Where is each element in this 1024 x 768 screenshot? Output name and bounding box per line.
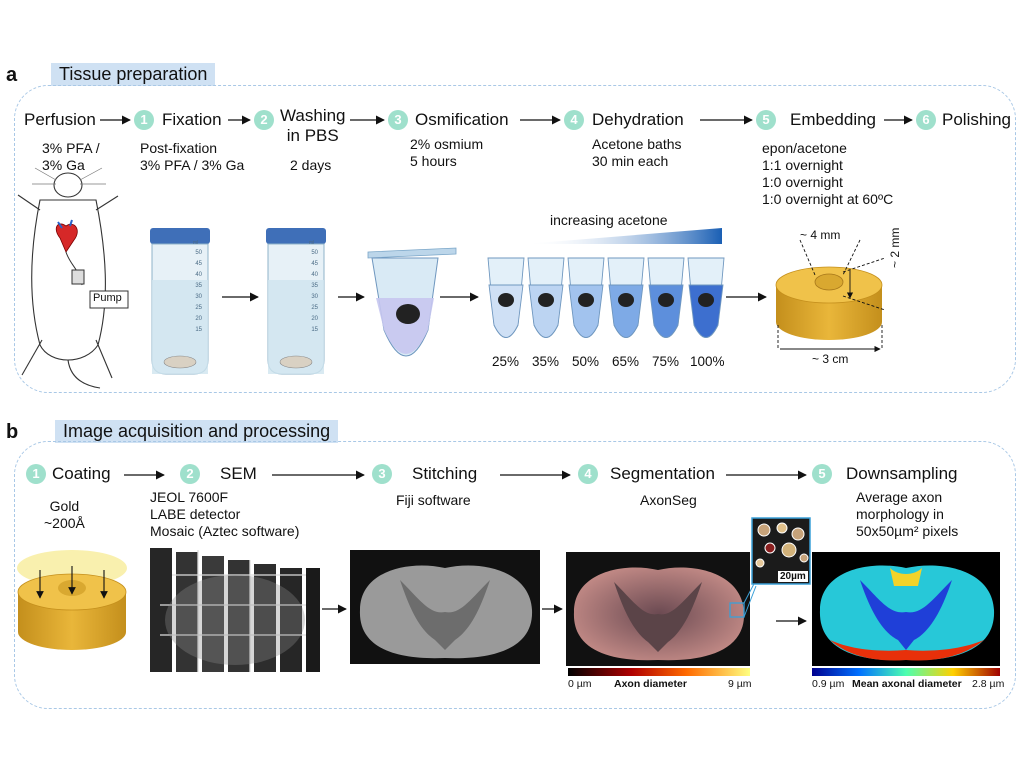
panel-b-artwork xyxy=(17,470,1000,676)
downsampled-gray-matter xyxy=(860,580,952,650)
embedding-title: Embedding xyxy=(790,110,877,129)
sem-mosaic xyxy=(150,548,320,672)
step-badge-1: 1 xyxy=(134,110,154,130)
coating-title: Coating xyxy=(52,464,111,483)
pct-75: 75% xyxy=(652,354,680,369)
pump-label: Pump xyxy=(93,292,122,304)
dehydration-tubes xyxy=(487,257,725,338)
pump-connector xyxy=(65,251,85,286)
eppendorf-osmium xyxy=(367,247,457,357)
pct-35: 35% xyxy=(532,354,560,369)
panel-a-letter: a xyxy=(6,64,18,86)
dehydration-tube-50 xyxy=(567,257,605,338)
b-step-badge-1: 1 xyxy=(26,464,46,484)
panel-b-title: Image acquisition and processing xyxy=(55,420,339,443)
pump-box xyxy=(89,290,129,309)
segmentation-title: Segmentation xyxy=(610,464,715,483)
inset-marker xyxy=(729,602,745,618)
b-step-badge-2: 2 xyxy=(180,464,200,484)
dehydration-tube-100 xyxy=(687,257,725,338)
coating-detail: Gold ~200Å xyxy=(44,498,85,531)
pct-25: 25% xyxy=(492,354,520,369)
stitched-gray-matter xyxy=(400,580,490,650)
colorbar-axon-min: 0 µm xyxy=(568,678,592,690)
colorbar-mean-title: Mean axonal diameter xyxy=(852,678,962,690)
perfusion-title: Perfusion xyxy=(24,110,96,129)
step-badge-6: 6 xyxy=(916,110,936,130)
downsampling-detail: Average axon morphology in 50x50µm² pixe… xyxy=(856,489,959,539)
colorbar-mean-bar xyxy=(812,668,1000,676)
dimension-lines xyxy=(777,239,886,353)
acetone-gradient xyxy=(524,228,722,244)
osmification-detail: 2% osmium 5 hours xyxy=(410,136,484,169)
b-step-badge-5: 5 xyxy=(812,464,832,484)
fixation-detail: Post-fixation 3% PFA / 3% Ga xyxy=(140,140,245,173)
acetone-label: increasing acetone xyxy=(550,212,668,228)
downsampling-title: Downsampling xyxy=(846,464,958,483)
colorbar-axon-max: 9 µm xyxy=(728,678,752,690)
b-step-badge-3: 3 xyxy=(372,464,392,484)
colorbar-mean-min: 0.9 µm xyxy=(812,678,845,690)
dim-bottom: ~ 3 cm xyxy=(812,352,849,366)
segmented-cord xyxy=(573,567,745,661)
dehydration-tube-65 xyxy=(607,257,645,338)
pct-65: 65% xyxy=(612,354,640,369)
dehydration-tube-35 xyxy=(527,257,565,338)
step-badge-3: 3 xyxy=(388,110,408,130)
panel-a-artwork xyxy=(17,115,913,389)
dim-top: ~ 4 mm xyxy=(800,228,841,242)
fixation-title: Fixation xyxy=(162,110,222,129)
falcon-tube-2 xyxy=(266,228,326,375)
panel-a-title: Tissue preparation xyxy=(51,63,216,86)
washing-detail: 2 days xyxy=(290,157,332,173)
dehydration-detail: Acetone baths 30 min each xyxy=(592,136,682,169)
axon-inset xyxy=(751,517,811,585)
heart-icon xyxy=(55,219,78,253)
polishing-title: Polishing xyxy=(942,110,1011,129)
downsampled-outer xyxy=(830,640,984,661)
inset-scale-label: 20µm xyxy=(778,571,808,582)
stitching-detail: Fiji software xyxy=(396,492,471,508)
sem-detail: JEOL 7600F LABE detector Mosaic (Aztec s… xyxy=(150,489,300,539)
dehydration-tube-25 xyxy=(487,257,525,338)
dim-side: ~ 2 mm xyxy=(888,227,902,268)
tube-unit-2: ml xyxy=(309,240,315,246)
panel-b-frame xyxy=(14,441,1016,709)
sem-title: SEM xyxy=(220,464,257,483)
dehydration-tube-75 xyxy=(647,257,685,338)
pct-100: 100% xyxy=(690,354,725,369)
falcon-tube-1 xyxy=(150,228,210,375)
inset-line-2 xyxy=(743,585,757,618)
gold-coated-block xyxy=(17,550,127,650)
b-step-badge-4: 4 xyxy=(578,464,598,484)
panel-b-letter: b xyxy=(6,421,19,443)
stitched-cord xyxy=(359,565,533,659)
washing-title: Washing in PBS xyxy=(280,106,346,145)
colorbar-axon-bar xyxy=(568,668,750,676)
step-badge-2: 2 xyxy=(254,110,274,130)
perfusion-detail: 3% PFA / 3% Ga xyxy=(42,140,100,173)
step-badge-5: 5 xyxy=(756,110,776,130)
segmentation-detail: AxonSeg xyxy=(640,492,697,508)
panel-a-frame xyxy=(14,85,1016,393)
osmification-title: Osmification xyxy=(415,110,509,129)
colorbar-axon-title: Axon diameter xyxy=(614,678,687,690)
rat-illustration xyxy=(17,167,119,389)
segmented-gray-matter xyxy=(614,582,702,652)
pct-50: 50% xyxy=(572,354,600,369)
embedding-detail: epon/acetone 1:1 overnight 1:0 overnight… xyxy=(762,140,894,207)
colorbar-mean-max: 2.8 µm xyxy=(972,678,1005,690)
step-badge-4: 4 xyxy=(564,110,584,130)
stitching-title: Stitching xyxy=(412,464,478,483)
dehydration-title: Dehydration xyxy=(592,110,684,129)
downsampled-dorsal xyxy=(890,568,922,586)
embedded-block xyxy=(775,266,883,340)
tube-unit-1: ml xyxy=(193,240,199,246)
